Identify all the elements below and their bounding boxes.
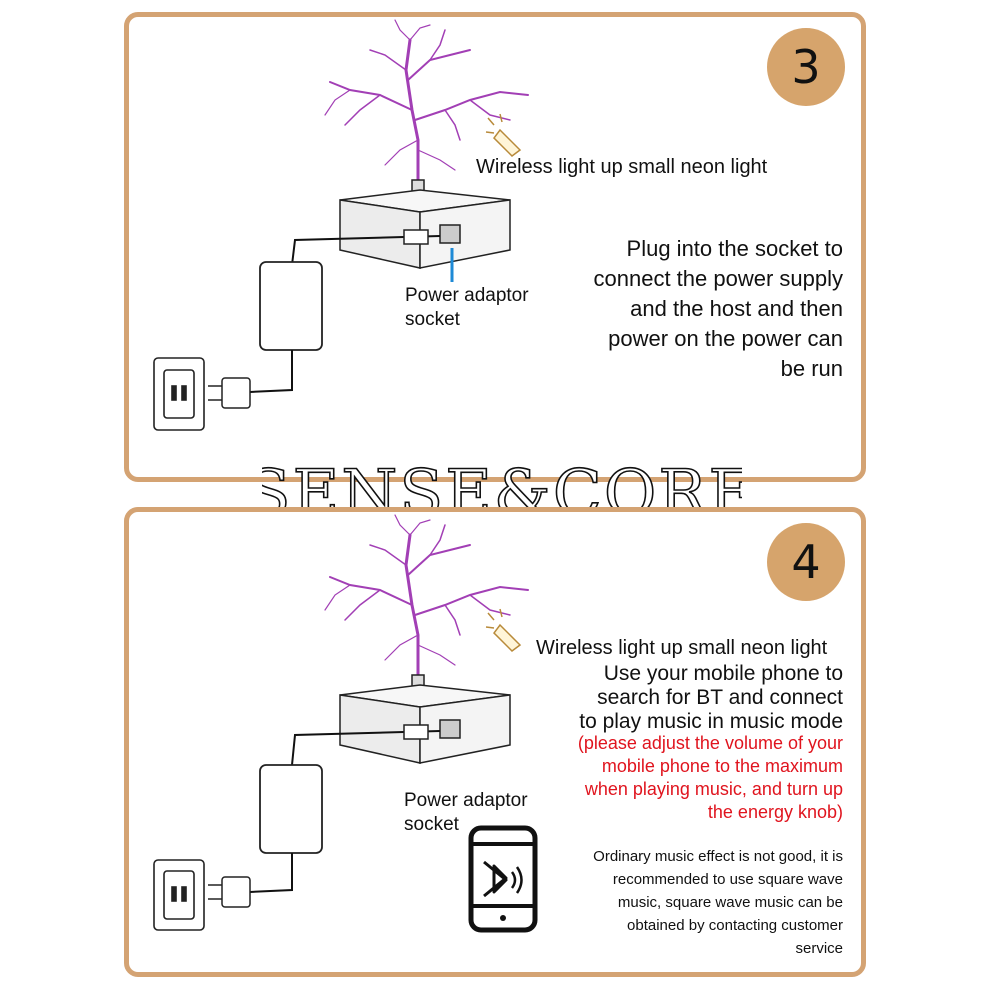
- step-3-neon-label: Wireless light up small neon light: [476, 156, 768, 178]
- step-4-socket-label-line2: socket: [404, 814, 459, 835]
- step-4-warning-line: when playing music, and turn up: [584, 779, 843, 799]
- step-3-instruction-line: and the host and then: [630, 296, 843, 321]
- step-4-note-line: obtained by contacting customer: [627, 917, 843, 934]
- step-3-socket-label-line2: socket: [405, 309, 460, 330]
- step-3-instruction-line: be run: [780, 356, 843, 381]
- step-4-warning-line: mobile phone to the maximum: [601, 756, 843, 776]
- host-box: [339, 179, 511, 269]
- wall-outlet-icon: [153, 859, 205, 931]
- step-3-socket-label-line1: Power adaptor: [405, 285, 529, 306]
- step-3-instructions: Plug into the socket to connect the powe…: [594, 234, 844, 384]
- plug-icon: [208, 876, 251, 908]
- plasma-tree-icon: [324, 514, 529, 677]
- step-4-note-line: music, square wave music can be: [617, 894, 843, 911]
- step-4-instruction-line: to play music in music mode: [579, 710, 843, 733]
- step-4-warning: (please adjust the volume of your mobile…: [578, 732, 843, 824]
- step-4-note-line: recommended to use square wave: [612, 871, 843, 888]
- bulb-icon: [485, 113, 522, 157]
- step-4-warning-line: the energy knob): [707, 802, 843, 822]
- step-4-neon-label: Wireless light up small neon light: [536, 637, 828, 659]
- step-4-note-line: Ordinary music effect is not good, it is: [593, 848, 843, 865]
- step-4-socket-label-line1: Power adaptor: [404, 790, 528, 811]
- step-3-instruction-line: connect the power supply: [593, 266, 844, 291]
- wall-outlet-icon: [153, 357, 205, 431]
- bulb-icon: [485, 608, 522, 652]
- step-4-note: Ordinary music effect is not good, it is…: [593, 845, 843, 960]
- step-4-instructions: Use your mobile phone to search for BT a…: [579, 662, 843, 734]
- step-4-warning-line: (please adjust the volume of your: [577, 733, 843, 753]
- step-3-badge: 3: [767, 28, 845, 106]
- plasma-tree-icon: [324, 19, 529, 182]
- power-adapter-icon: [259, 764, 323, 854]
- step-4-badge: 4: [767, 523, 845, 601]
- step-4-instruction-line: search for BT and connect: [597, 686, 843, 709]
- step-3-instruction-line: Plug into the socket to: [626, 236, 843, 261]
- plug-icon: [208, 377, 251, 409]
- step-3-instruction-line: power on the power can: [608, 326, 843, 351]
- host-box: [339, 674, 511, 764]
- step-4-instruction-line: Use your mobile phone to: [603, 662, 843, 685]
- bluetooth-phone-icon: [468, 825, 538, 933]
- step-4-note-line: service: [795, 940, 843, 957]
